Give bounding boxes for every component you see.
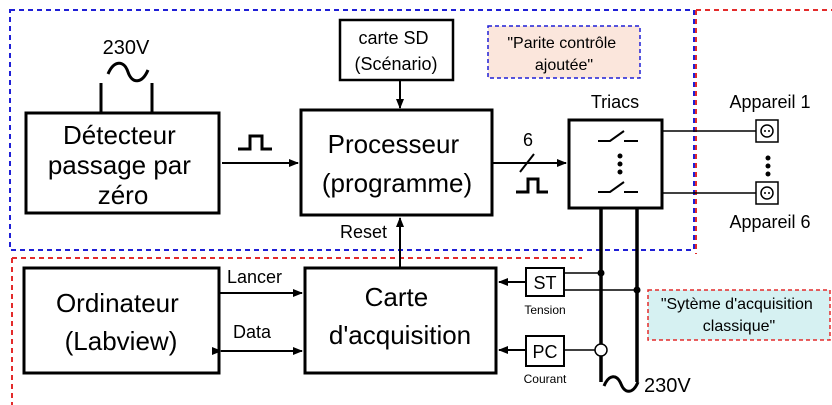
- ac-wave-icon-top: [106, 61, 150, 83]
- socket-pin: [764, 130, 766, 132]
- acquisition-note-box: [647, 289, 831, 341]
- ellipsis-dot: [617, 153, 623, 159]
- svg-text:"Sytème d'acquisition clas: "Sytème d'acquisition classique": [661, 296, 817, 335]
- device-ellipsis-dot: [765, 171, 771, 177]
- pulse-icon-detector: [238, 134, 272, 151]
- junction-dot: [633, 286, 641, 294]
- device-6-label: Appareil 6: [729, 212, 810, 232]
- svg-text:Ordinateur (Labview): Ordinateur (Labview): [56, 288, 186, 356]
- voltage-sensor-label: ST: [533, 273, 556, 293]
- bus-slash: [519, 153, 535, 173]
- st-taps: [564, 272, 637, 291]
- svg-text:carte SD (Scénario): carte SD (Scénario): [354, 28, 437, 74]
- current-clamp-icon: [594, 343, 608, 357]
- current-sensor-label: PC: [532, 342, 557, 362]
- socket-icon-6: [760, 186, 774, 200]
- detector-label-3: zéro: [98, 180, 149, 210]
- mains-voltage-bottom: 230V: [644, 375, 691, 397]
- zero-crossing-detector-block: [24, 111, 221, 215]
- acquisition-card-label-1: Carte: [365, 282, 429, 312]
- device-1-label: Appareil 1: [729, 92, 810, 112]
- processor-block: [299, 108, 494, 217]
- ac-wave-icon-bottom: [602, 375, 640, 393]
- pulse-icon-bus: [516, 177, 548, 194]
- current-sensor-block: [525, 335, 565, 367]
- socket-pin: [768, 130, 770, 132]
- sd-card-label-1: carte SD: [358, 28, 428, 48]
- sd-card-label-2: (Scénario): [354, 54, 437, 74]
- processor-label-2: (programme): [322, 168, 472, 198]
- svg-text:"Parite contrôle ajoutée": "Parite contrôle ajoutée": [507, 35, 620, 74]
- current-label: Courant: [524, 372, 567, 386]
- svg-text:Processeur (programme): Processeur (programme): [322, 129, 472, 198]
- voltage-sensor-block: [525, 267, 565, 297]
- control-note-box: [487, 25, 641, 79]
- triacs-block: [567, 118, 664, 210]
- ellipsis-dot: [617, 169, 623, 175]
- control-note-line-2: ajoutée": [535, 57, 593, 74]
- reset-label: Reset: [340, 222, 387, 242]
- data-label: Data: [233, 322, 272, 342]
- detector-label-1: Détecteur: [63, 120, 176, 150]
- computer-block: [22, 266, 221, 375]
- socket-icon-1: [760, 124, 774, 138]
- acquisition-note-line-2: classique": [703, 318, 775, 335]
- svg-text:Détecteur passage par: Détecteur passage par zéro: [48, 120, 198, 210]
- mains-voltage-top: 230V: [103, 37, 150, 59]
- bus-width-label: 6: [523, 130, 533, 150]
- computer-label-1: Ordinateur: [56, 288, 179, 318]
- sd-card-block: [338, 18, 455, 82]
- junction-dot: [597, 269, 605, 277]
- mains-bus-lines: [599, 208, 639, 382]
- socket-pin: [768, 192, 770, 194]
- acquisition-region-border: [11, 9, 832, 405]
- triac-switch-icon-bottom: [598, 181, 638, 193]
- processor-label-1: Processeur: [328, 129, 460, 159]
- device-ellipsis-dot: [765, 155, 771, 161]
- acquisition-note-line-1: "Sytème d'acquisition: [661, 296, 813, 313]
- device-1-socket: [755, 119, 779, 143]
- device-ellipsis-dot: [765, 163, 771, 169]
- detector-label-2: passage par: [48, 150, 191, 180]
- voltage-label: Tension: [524, 303, 565, 317]
- triacs-label: Triacs: [591, 92, 639, 112]
- ellipsis-dot: [617, 161, 623, 167]
- computer-label-2: (Labview): [65, 326, 178, 356]
- control-region-border: [9, 9, 695, 251]
- triac-switch-icon-top: [598, 130, 638, 142]
- acquisition-card-label-2: d'acquisition: [329, 320, 471, 350]
- control-note-line-1: "Parite contrôle: [507, 35, 616, 52]
- socket-pin: [764, 192, 766, 194]
- svg-text:Carte d'acquisition: Carte d'acquisition: [329, 282, 471, 350]
- device-6-socket: [755, 181, 779, 205]
- launch-label: Lancer: [227, 267, 282, 287]
- mains-wires-top: [99, 83, 154, 113]
